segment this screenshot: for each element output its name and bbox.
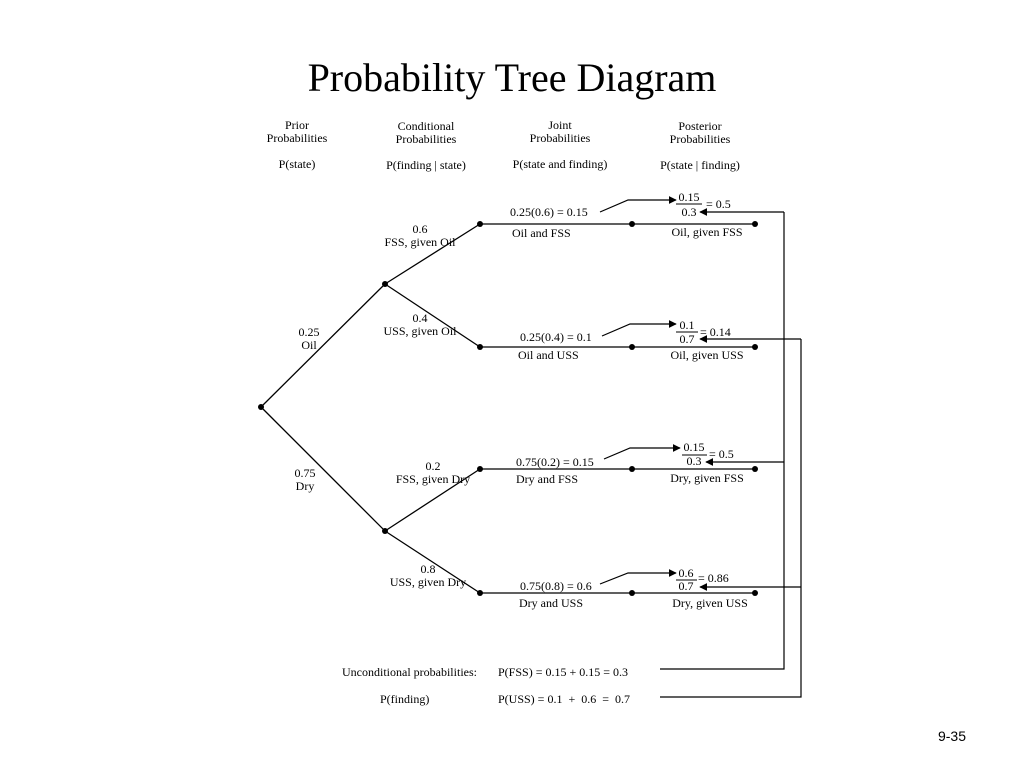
posterior-denominator: 0.3 <box>687 454 702 468</box>
posterior-numerator: 0.1 <box>680 318 695 332</box>
conditional-value: 0.8 <box>421 562 436 576</box>
posterior-numerator: 0.6 <box>679 566 694 580</box>
branch-uss-given-oil <box>384 283 481 348</box>
posterior-denominator: 0.7 <box>679 579 694 593</box>
branch-fss-given-dry <box>384 468 481 532</box>
fss-connector-top <box>660 212 785 670</box>
slide-number: 9-35 <box>937 728 966 744</box>
posterior-denominator: 0.3 <box>682 205 697 219</box>
column-headers: Prior Probabilities P(state) Conditional… <box>267 118 740 172</box>
prior-value: 0.25 <box>299 325 320 339</box>
joint-node <box>477 221 483 227</box>
posterior-numerator: 0.15 <box>684 440 705 454</box>
mid-node <box>629 221 635 227</box>
joint-calculation: 0.25(0.4) = 0.1 <box>520 330 592 344</box>
posterior-node <box>752 221 758 227</box>
header-notation: P(state and finding) <box>513 157 608 171</box>
outcome-row-dry-uss: 0.75(0.8) = 0.6 Dry and USS 0.6 0.7 = 0.… <box>477 566 758 610</box>
uss-connector <box>660 339 802 698</box>
header-notation: P(state) <box>279 157 316 171</box>
header-title-line1: Conditional <box>398 119 455 133</box>
header-title-line1: Posterior <box>678 119 721 133</box>
outcome-row-oil-fss: 0.25(0.6) = 0.15 Oil and FSS 0.15 0.3 = … <box>477 190 758 240</box>
joint-calculation: 0.25(0.6) = 0.15 <box>510 205 588 219</box>
mid-node <box>629 590 635 596</box>
header-title-line2: Probabilities <box>530 131 591 145</box>
conditional-value: 0.4 <box>413 311 428 325</box>
joint-to-posterior-arrow <box>599 569 677 585</box>
tree-branches <box>260 223 481 594</box>
prior-labels: 0.25 Oil 0.75 Dry <box>295 325 320 493</box>
joint-node <box>477 466 483 472</box>
header-notation: P(state | finding) <box>660 158 740 172</box>
conditional-label: USS, given Oil <box>383 324 457 338</box>
conditional-value: 0.6 <box>413 222 428 236</box>
unconditional-label: Unconditional probabilities: <box>342 665 477 679</box>
unconditional-connectors <box>660 208 802 698</box>
conditional-label: USS, given Dry <box>390 575 466 589</box>
posterior-result: = 0.5 <box>706 197 731 211</box>
mid-node <box>629 466 635 472</box>
unconditional-uss: P(USS) = 0.1 + 0.6 = 0.7 <box>498 692 630 706</box>
header-conditional: Conditional Probabilities P(finding | st… <box>386 119 466 172</box>
joint-to-posterior-arrow <box>601 320 677 337</box>
prior-label: Oil <box>301 338 317 352</box>
conditional-label: FSS, given Oil <box>384 235 456 249</box>
node-dry <box>382 528 388 534</box>
posterior-result: = 0.86 <box>698 571 729 585</box>
header-posterior: Posterior Probabilities P(state | findin… <box>660 119 740 172</box>
header-joint: Joint Probabilities P(state and finding) <box>513 118 608 171</box>
tree-nodes <box>258 281 388 534</box>
outcome-row-dry-fss: 0.75(0.2) = 0.15 Dry and FSS 0.15 0.3 = … <box>477 440 758 486</box>
conditional-value: 0.2 <box>426 459 441 473</box>
posterior-label: Dry, given FSS <box>670 471 744 485</box>
posterior-label: Oil, given USS <box>670 348 743 362</box>
header-notation: P(finding | state) <box>386 158 466 172</box>
joint-to-posterior-arrow <box>603 444 681 460</box>
joint-label: Oil and USS <box>518 348 579 362</box>
unconditional-fss: P(FSS) = 0.15 + 0.15 = 0.3 <box>498 665 628 679</box>
joint-label: Dry and FSS <box>516 472 578 486</box>
posterior-node <box>752 344 758 350</box>
joint-label: Dry and USS <box>519 596 583 610</box>
branch-oil <box>260 283 386 408</box>
branch-fss-given-oil <box>384 223 481 285</box>
page-title: Probability Tree Diagram <box>307 55 717 100</box>
prior-value: 0.75 <box>295 466 316 480</box>
unconditional-sublabel: P(finding) <box>380 692 429 706</box>
posterior-node <box>752 466 758 472</box>
joint-to-posterior-arrow <box>599 196 677 213</box>
posterior-label: Dry, given USS <box>672 596 748 610</box>
header-prior: Prior Probabilities P(state) <box>267 118 328 171</box>
unconditional-probabilities: Unconditional probabilities: P(finding) … <box>342 665 630 706</box>
posterior-result: = 0.14 <box>700 325 731 339</box>
joint-calculation: 0.75(0.8) = 0.6 <box>520 579 592 593</box>
mid-node <box>629 344 635 350</box>
header-title-line2: Probabilities <box>670 132 731 146</box>
posterior-node <box>752 590 758 596</box>
branch-dry <box>260 406 386 532</box>
header-title-line1: Joint <box>548 118 572 132</box>
joint-node <box>477 344 483 350</box>
header-title-line2: Probabilities <box>267 131 328 145</box>
header-title-line2: Probabilities <box>396 132 457 146</box>
posterior-result: = 0.5 <box>709 447 734 461</box>
header-title-line1: Prior <box>285 118 309 132</box>
conditional-label: FSS, given Dry <box>396 472 470 486</box>
prior-label: Dry <box>296 479 315 493</box>
posterior-label: Oil, given FSS <box>671 225 742 239</box>
joint-label: Oil and FSS <box>512 226 571 240</box>
joint-node <box>477 590 483 596</box>
posterior-denominator: 0.7 <box>680 332 695 346</box>
root-node <box>258 404 264 410</box>
branch-uss-given-dry <box>384 530 481 594</box>
outcome-row-oil-uss: 0.25(0.4) = 0.1 Oil and USS 0.1 0.7 = 0.… <box>477 318 758 362</box>
posterior-numerator: 0.15 <box>679 190 700 204</box>
conditional-labels: 0.6 FSS, given Oil 0.4 USS, given Oil 0.… <box>383 222 470 589</box>
joint-calculation: 0.75(0.2) = 0.15 <box>516 455 594 469</box>
node-oil <box>382 281 388 287</box>
